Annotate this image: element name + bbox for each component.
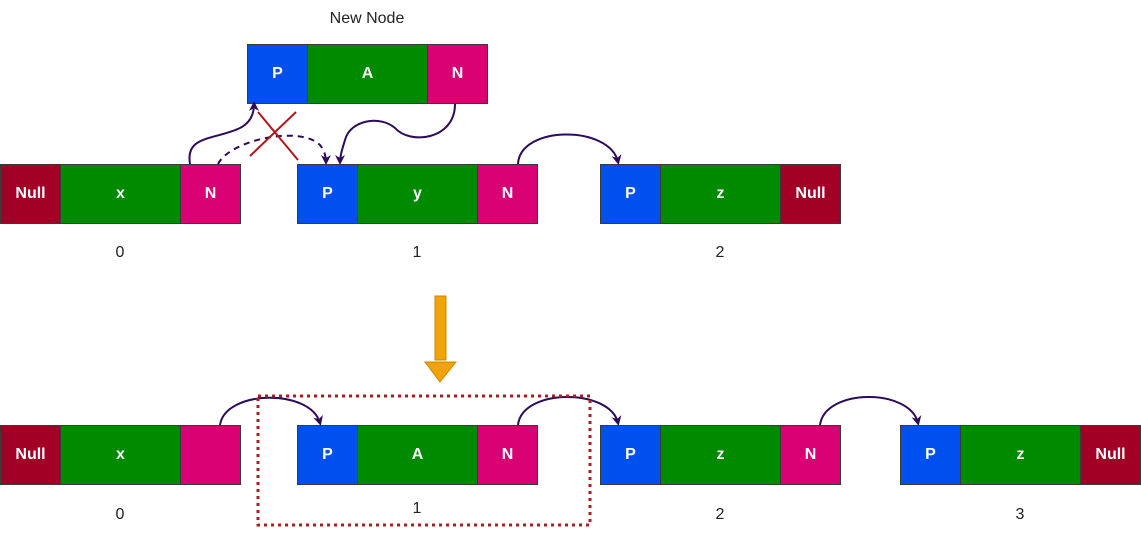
after-node-2-index: 2 <box>715 506 725 523</box>
after-node-3-prev: P <box>900 425 961 485</box>
arrow-newnode-to-y <box>335 103 456 165</box>
after-node-1-prev: P <box>297 425 358 485</box>
new-node-next-cell: N <box>427 44 488 104</box>
after-node-1-index: 1 <box>412 500 422 517</box>
before-node-1-index: 1 <box>412 244 422 261</box>
transition-arrow-icon <box>424 295 458 383</box>
before-node-0-data: x <box>60 164 181 224</box>
before-node-1-data: y <box>357 164 478 224</box>
before-node-2-next: Null <box>780 164 841 224</box>
after-node-0-data: x <box>60 425 181 485</box>
after-node-3-next: Null <box>1080 425 1141 485</box>
before-node-0-next: N <box>180 164 241 224</box>
arrow-y-to-z <box>517 133 622 165</box>
inserted-node-highlight-box <box>256 394 592 527</box>
before-node-2-data: z <box>660 164 781 224</box>
before-node-0-index: 0 <box>115 244 125 261</box>
before-node-0-prev: Null <box>0 164 61 224</box>
after-node-2-prev: P <box>600 425 661 485</box>
new-node-title: New Node <box>329 10 405 27</box>
new-node-data-cell: A <box>307 44 428 104</box>
arrow-after-x-to-a <box>219 396 323 426</box>
after-node-1-data: A <box>357 425 478 485</box>
before-node-2-index: 2 <box>715 244 725 261</box>
after-node-0-index: 0 <box>115 506 125 523</box>
cross-mark <box>249 111 299 161</box>
arrow-x-to-y-dashed <box>217 134 331 165</box>
arrow-x-to-newnode <box>188 101 259 165</box>
after-node-1-next: N <box>477 425 538 485</box>
after-node-2-data: z <box>660 425 781 485</box>
before-node-2-prev: P <box>600 164 661 224</box>
after-node-2-next: N <box>780 425 841 485</box>
arrow-after-z-to-z3 <box>819 396 922 426</box>
arrow-after-a-to-z <box>517 396 622 426</box>
after-node-3-data: z <box>960 425 1081 485</box>
after-node-3-index: 3 <box>1015 506 1025 523</box>
after-node-0-next <box>180 425 241 485</box>
before-node-1-next: N <box>477 164 538 224</box>
